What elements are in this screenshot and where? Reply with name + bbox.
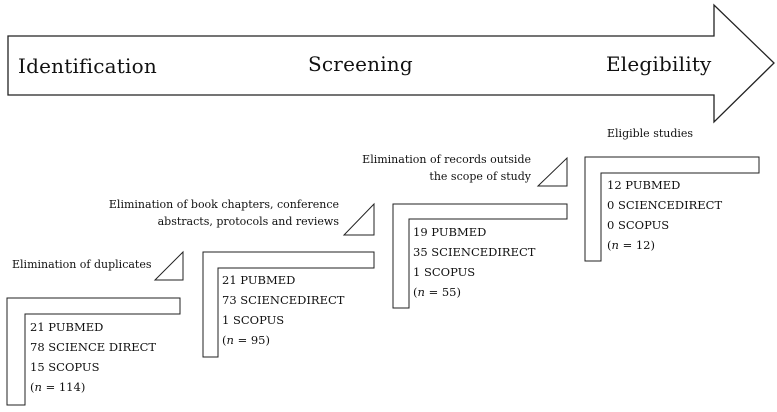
label-elimination-book-chapters: Elimination of book chapters, conference… xyxy=(109,196,339,230)
step-box-eligible xyxy=(584,156,760,262)
count-scopus: 15 SCOPUS xyxy=(30,360,100,374)
n-value: = 114) xyxy=(41,380,86,394)
phase-arrow xyxy=(7,3,775,124)
n-symbol: n xyxy=(417,285,425,299)
n-value: = 55) xyxy=(424,285,461,299)
n-open: ( xyxy=(413,285,418,299)
label-elimination-duplicates: Elimination of duplicates xyxy=(12,258,152,271)
stair-triangle-1 xyxy=(153,250,184,281)
stair-triangle-2 xyxy=(342,202,375,236)
step-content-book-chapters: 21 PUBMED 73 SCIENCEDIRECT 1 SCOPUS (n =… xyxy=(222,270,344,350)
count-sciencedirect: 35 SCIENCEDIRECT xyxy=(413,245,536,259)
count-sciencedirect: 73 SCIENCEDIRECT xyxy=(222,293,345,307)
total-n: (n = 55) xyxy=(413,282,535,302)
label-elimination-scope: Elimination of records outside the scope… xyxy=(362,151,531,185)
count-scopus: 1 SCOPUS xyxy=(222,313,285,327)
count-sciencedirect: 78 SCIENCE DIRECT xyxy=(30,340,157,354)
step-content-scope: 19 PUBMED 35 SCIENCEDIRECT 1 SCOPUS (n =… xyxy=(413,222,535,302)
n-open: ( xyxy=(222,333,227,347)
step-box-scope xyxy=(392,203,568,309)
step-content-duplicates: 21 PUBMED 78 SCIENCE DIRECT 15 SCOPUS (n… xyxy=(30,317,156,397)
count-pubmed: 19 PUBMED xyxy=(413,225,487,239)
phase-identification: Identification xyxy=(18,54,157,78)
n-value: = 95) xyxy=(233,333,270,347)
total-n: (n = 114) xyxy=(30,377,156,397)
label-eligible-studies: Eligible studies xyxy=(607,127,694,140)
label-line: the scope of study xyxy=(429,170,531,183)
count-pubmed: 21 PUBMED xyxy=(30,320,104,334)
n-symbol: n xyxy=(226,333,234,347)
n-value: = 12) xyxy=(618,238,655,252)
phase-elegibility: Elegibility xyxy=(606,52,712,76)
n-symbol: n xyxy=(611,238,619,252)
phase-screening: Screening xyxy=(308,52,413,76)
count-pubmed: 12 PUBMED xyxy=(607,178,681,192)
step-box-book-chapters xyxy=(202,251,375,358)
total-n: (n = 12) xyxy=(607,235,722,255)
step-box-duplicates xyxy=(6,297,181,406)
count-scopus: 1 SCOPUS xyxy=(413,265,476,279)
n-open: ( xyxy=(607,238,612,252)
label-line: abstracts, protocols and reviews xyxy=(157,215,339,228)
stair-triangle-3 xyxy=(536,156,568,187)
count-sciencedirect: 0 SCIENCEDIRECT xyxy=(607,198,723,212)
n-symbol: n xyxy=(34,380,42,394)
label-line: Elimination of book chapters, conference xyxy=(108,198,339,211)
label-line: Elimination of records outside xyxy=(362,153,531,166)
count-pubmed: 21 PUBMED xyxy=(222,273,296,287)
count-scopus: 0 SCOPUS xyxy=(607,218,670,232)
total-n: (n = 95) xyxy=(222,330,344,350)
n-open: ( xyxy=(30,380,35,394)
step-content-eligible: 12 PUBMED 0 SCIENCEDIRECT 0 SCOPUS (n = … xyxy=(607,175,722,255)
